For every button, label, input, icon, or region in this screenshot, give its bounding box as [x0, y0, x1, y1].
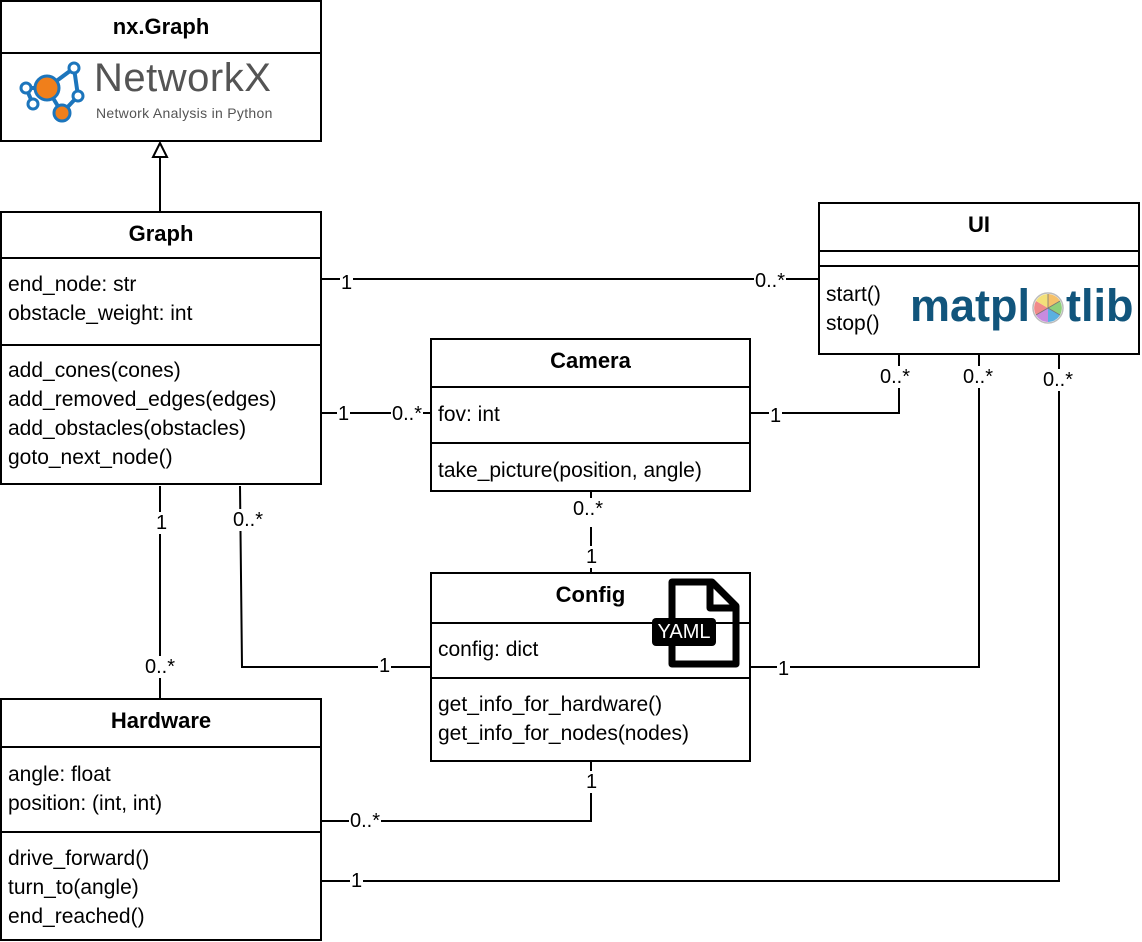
yaml-label: YAML — [657, 621, 711, 643]
mult-hardware-config-hardware: 0..* — [349, 810, 382, 832]
class-ui[interactable]: UI start() stop() matpl tlib — [818, 202, 1140, 355]
method-drive-forward: drive_forward() — [8, 847, 150, 870]
hardware-ui-line — [321, 355, 1060, 882]
mult-camera-ui-camera: 1 — [769, 405, 783, 427]
mult-graph-config-graph: 0..* — [232, 509, 265, 531]
mult-config-ui-ui: 0..* — [962, 366, 995, 388]
matplotlib-logo: matpl tlib — [910, 280, 1136, 332]
matplotlib-wordmark-right: tlib — [1066, 280, 1134, 331]
class-nxgraph[interactable]: nx.Graph NetworkX Network Analysis in Py… — [0, 0, 322, 142]
method-take-picture: take_picture(position, angle) — [438, 459, 702, 482]
mult-camera-ui-ui: 0..* — [879, 366, 912, 388]
mult-graph-hardware-graph: 1 — [155, 512, 169, 534]
method-turn-to: turn_to(angle) — [8, 876, 139, 899]
mult-graph-config-config: 1 — [378, 655, 392, 677]
class-title: Graph — [128, 221, 194, 246]
attribute-obstacle-weight: obstacle_weight: int — [8, 302, 193, 325]
matplotlib-wheel-icon — [1032, 292, 1064, 324]
attribute-fov: fov: int — [438, 403, 500, 426]
mult-hardware-ui-hardware: 1 — [350, 870, 364, 892]
method-add-cones: add_cones(cones) — [8, 359, 181, 382]
method-add-obstacles: add_obstacles(obstacles) — [8, 417, 247, 440]
graph-config-line — [239, 485, 431, 668]
methods: start() stop() — [826, 280, 1134, 338]
attributes: angle: float position: (int, int) — [8, 760, 316, 818]
networkx-logo: NetworkX Network Analysis in Python — [18, 56, 308, 130]
class-title: nx.Graph — [112, 14, 210, 39]
methods: add_cones(cones) add_removed_edges(edges… — [8, 356, 316, 472]
class-title: UI — [968, 212, 990, 237]
method-stop: stop() — [826, 312, 880, 335]
class-title: Camera — [550, 348, 631, 373]
method-get-info-for-nodes: get_info_for_nodes(nodes) — [438, 722, 690, 745]
mult-graph-camera-graph: 1 — [337, 403, 351, 425]
networkx-wordmark: NetworkX — [94, 56, 272, 100]
method-end-reached: end_reached() — [8, 905, 145, 928]
class-camera[interactable]: Camera fov: int take_picture(position, a… — [430, 338, 751, 492]
class-title: Config — [555, 582, 626, 607]
mult-hardware-config-config: 1 — [585, 771, 599, 793]
methods: drive_forward() turn_to(angle) end_reach… — [8, 844, 316, 931]
method-get-info-for-hardware: get_info_for_hardware() — [438, 693, 663, 716]
method-start: start() — [826, 283, 881, 306]
config-ui-line — [750, 355, 980, 668]
attributes: fov: int — [438, 400, 745, 429]
yaml-file-icon: YAML — [650, 578, 742, 670]
networkx-subtitle: Network Analysis in Python — [96, 105, 273, 121]
class-hardware[interactable]: Hardware angle: float position: (int, in… — [0, 698, 322, 941]
matplotlib-wordmark-left: matpl — [910, 280, 1031, 331]
class-config[interactable]: Config config: dict get_info_for_hardwar… — [430, 572, 751, 762]
networkx-node-icon — [19, 61, 85, 123]
attribute-position: position: (int, int) — [8, 792, 163, 815]
mult-camera-config-camera: 0..* — [572, 498, 605, 520]
attribute-end-node: end_node: str — [8, 273, 137, 296]
attributes: end_node: str obstacle_weight: int — [8, 270, 316, 328]
methods: get_info_for_hardware() get_info_for_nod… — [438, 690, 745, 748]
attributes: config: dict — [438, 635, 745, 664]
mult-graph-ui-graph: 1 — [340, 272, 354, 294]
inheritance-arrowhead — [151, 140, 169, 158]
attribute-angle: angle: float — [8, 763, 111, 786]
mult-config-ui-config: 1 — [777, 658, 791, 680]
method-goto-next-node: goto_next_node() — [8, 446, 173, 469]
mult-graph-camera-camera: 0..* — [391, 403, 424, 425]
mult-graph-ui-ui: 0..* — [754, 270, 787, 292]
mult-graph-hardware-hardware: 0..* — [144, 656, 177, 678]
mult-hardware-ui-ui: 0..* — [1042, 369, 1075, 391]
class-title: Hardware — [110, 708, 212, 733]
method-add-removed-edges: add_removed_edges(edges) — [8, 388, 277, 411]
attribute-config: config: dict — [438, 638, 539, 661]
mult-camera-config-config: 1 — [585, 546, 599, 568]
methods: take_picture(position, angle) — [438, 456, 745, 485]
class-graph[interactable]: Graph end_node: str obstacle_weight: int… — [0, 211, 322, 485]
